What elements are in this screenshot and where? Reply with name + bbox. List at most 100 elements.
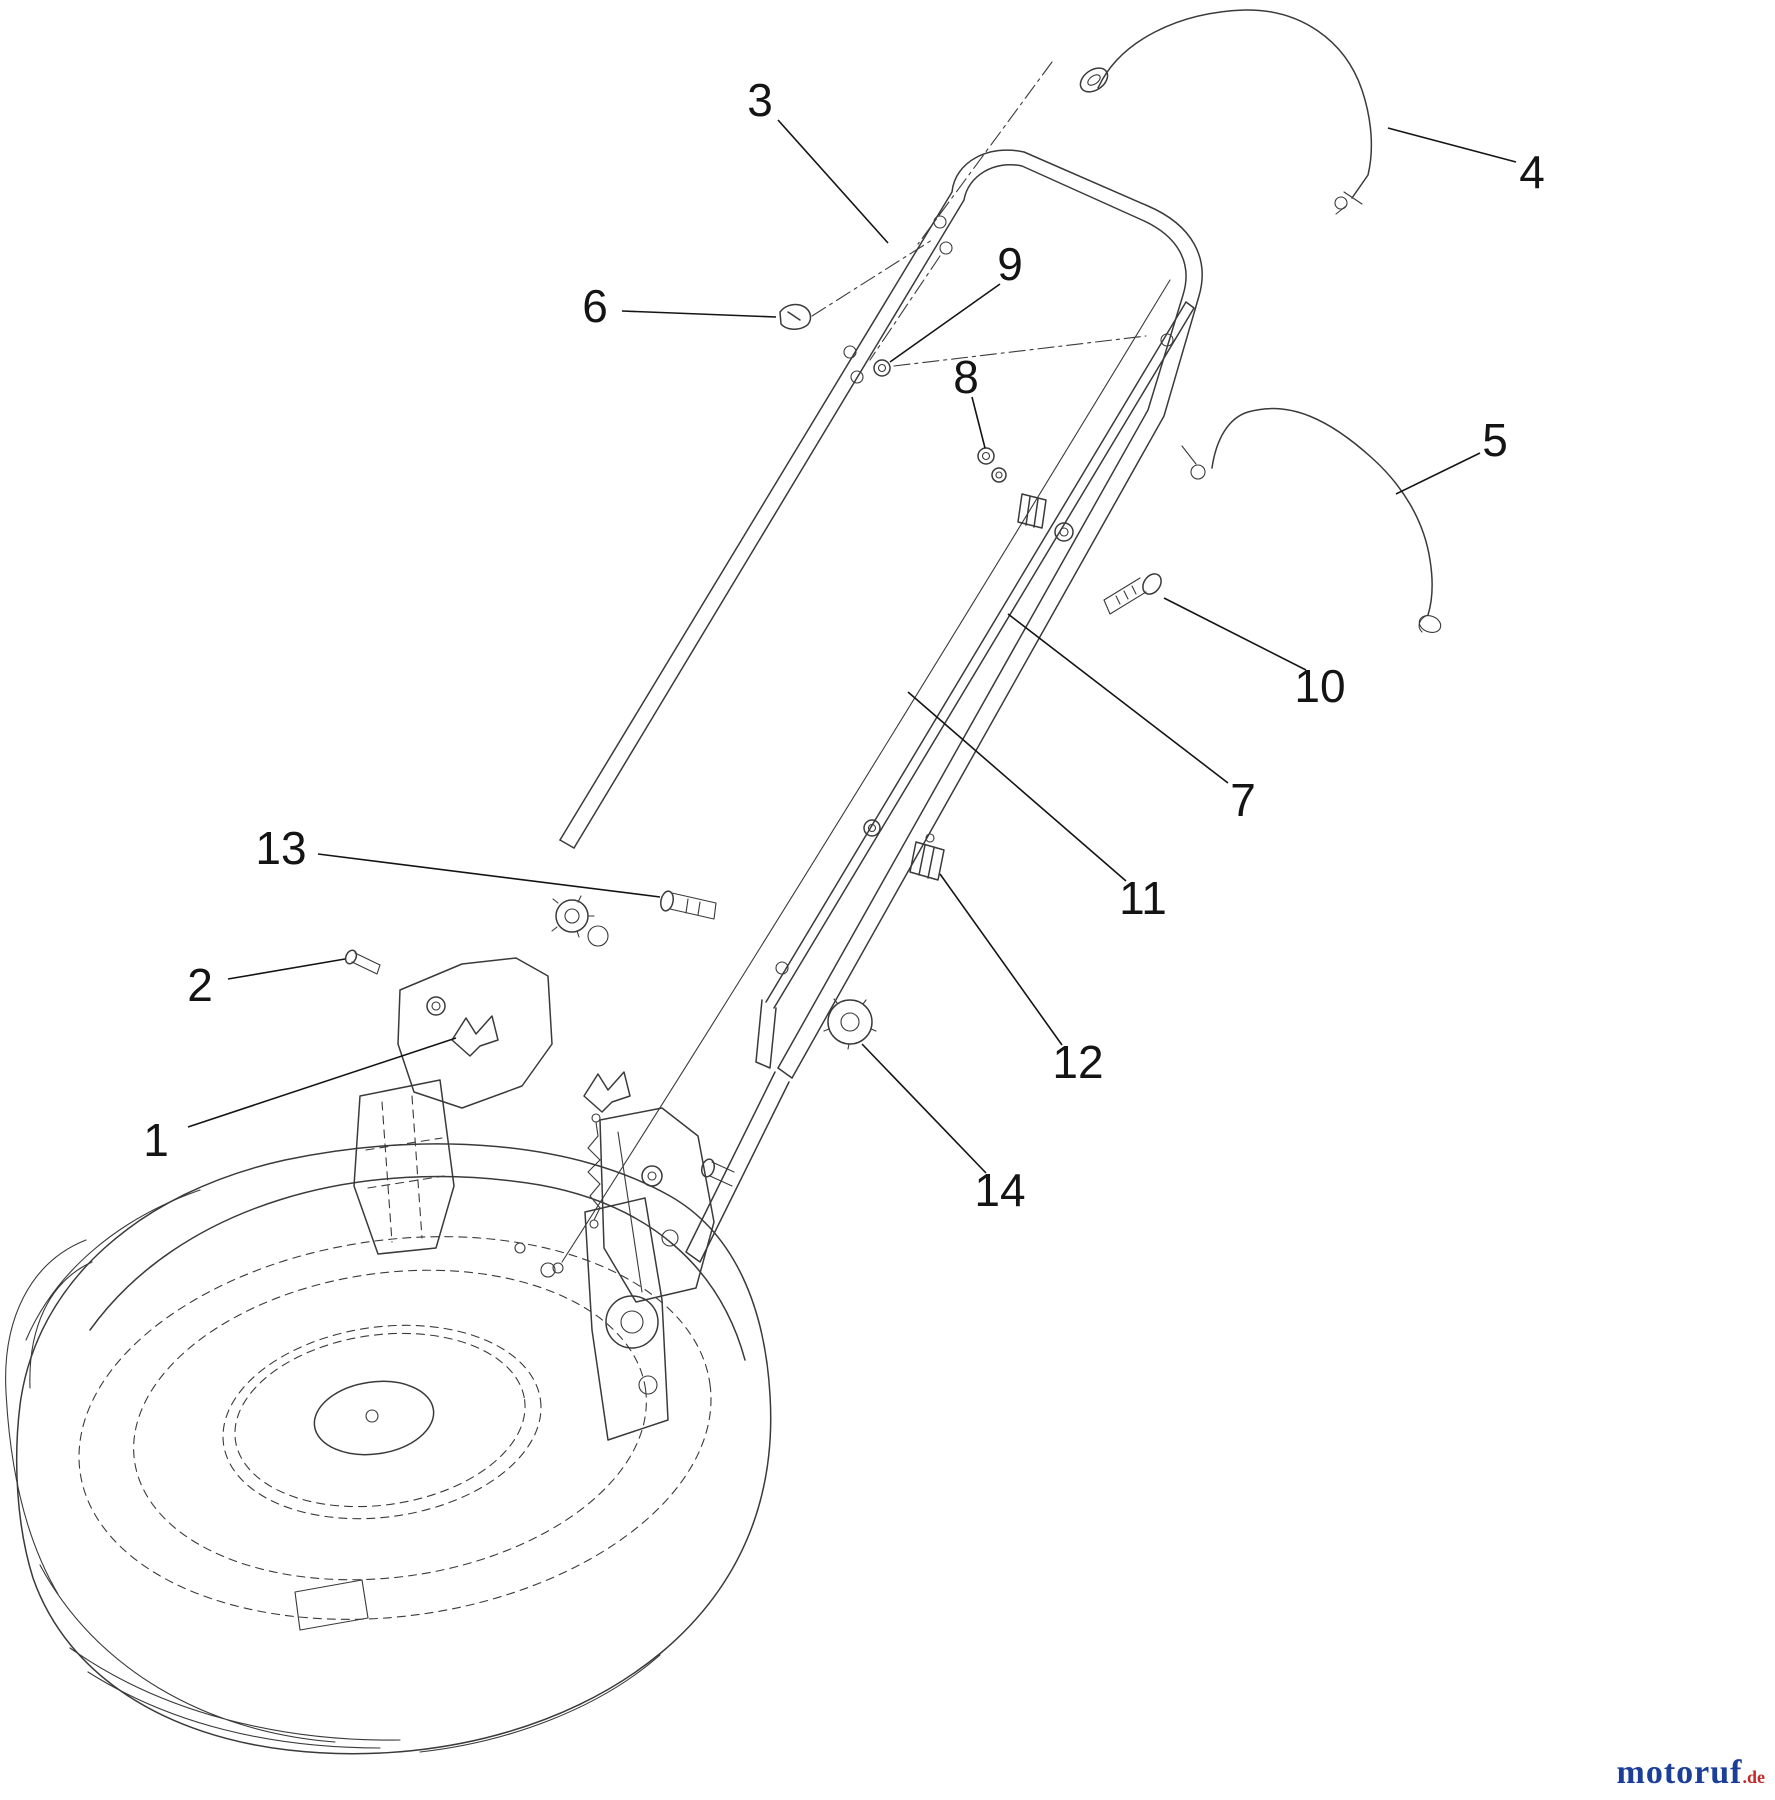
spacer-nut (1017, 493, 1047, 529)
right-bracket-hole (641, 1165, 663, 1187)
callout-label-9: 9 (997, 238, 1023, 290)
upper-handle-outer (559, 149, 1203, 1079)
upper-cable (1097, 9, 1373, 199)
upper-cable-assembly (1079, 9, 1373, 215)
washer-8b (991, 467, 1007, 483)
handle-knob-lugs (551, 895, 595, 938)
callout-label-10: 10 (1294, 660, 1345, 712)
engine-plate-hole-inner (620, 1310, 644, 1334)
callout-label-6: 6 (582, 280, 608, 332)
callout-leader-2 (227, 958, 346, 980)
callout-label-11: 11 (1119, 872, 1167, 924)
knob-14-inner (840, 1012, 860, 1032)
callout-leader-11 (907, 691, 1127, 882)
washer-12 (863, 819, 881, 837)
rod-washer (775, 961, 789, 975)
rod-clip-1 (451, 1015, 499, 1057)
spring-hook-top (591, 1113, 601, 1123)
upper-handle-inner (573, 164, 1187, 1069)
callout-leader-12 (939, 873, 1063, 1046)
hub-center-hole (365, 1409, 379, 1423)
bolt-2-head (344, 949, 358, 965)
watermark-brand: motoruf (1616, 1754, 1743, 1791)
left-bracket-plate (397, 957, 553, 1109)
callout-label-1: 1 (143, 1114, 169, 1166)
left-tower (353, 1079, 455, 1255)
callout-label-7: 7 (1230, 774, 1256, 826)
handle-knob-washer (587, 925, 609, 947)
right-bracket-hole-inner (647, 1171, 657, 1181)
handle-hole-c (843, 345, 857, 359)
washer-9 (873, 359, 891, 377)
callout-leader-7 (1007, 613, 1229, 784)
washer-9-inner (877, 363, 887, 373)
upper-cable-eyelet (1079, 67, 1109, 93)
bolt-10-shaft (1103, 577, 1147, 615)
bolt-10-head (1142, 573, 1162, 595)
deck-outline (15, 1143, 772, 1755)
brake-cable-end (552, 1262, 564, 1274)
deck-skirt-lines (5, 1189, 661, 1753)
callout-leader-13 (317, 853, 661, 898)
washer-8a (977, 447, 995, 465)
nut-12 (909, 841, 945, 881)
watermark: motoruf.de (1617, 1754, 1765, 1792)
washer-8a-inner (981, 451, 991, 461)
left-tower-hatch (365, 1095, 445, 1243)
left-bracket-hole-inner (431, 1001, 441, 1011)
blade-circle-outer (78, 1236, 712, 1620)
small-hardware (660, 303, 1162, 1050)
handle-rod-and-cable (552, 279, 1195, 1274)
right-bracket-bolt-head (701, 1158, 715, 1178)
handle-hole-b (939, 241, 953, 255)
deck-detail-hole-a (540, 1262, 556, 1278)
callout-label-5: 5 (1482, 414, 1508, 466)
cable-clip-6 (779, 303, 812, 330)
callout-leader-4 (1387, 127, 1517, 163)
brake-cable (561, 279, 1171, 1263)
callout-label-2: 2 (187, 959, 213, 1011)
lower-handle-tubes (685, 1071, 790, 1263)
bolt-13-head (660, 890, 674, 912)
upper-handle-end-caps (559, 839, 793, 1079)
right-bracket-rib (617, 1131, 643, 1293)
engine-plate (584, 1197, 669, 1441)
upper-cable-end (1334, 196, 1348, 210)
upper-cable-eyelet-inner (1087, 74, 1101, 86)
washer-10 (1054, 522, 1074, 542)
engine-plate-hole-small (638, 1375, 658, 1395)
callout-leader-14 (861, 1043, 987, 1174)
blade-circle (133, 1269, 647, 1581)
handle-mount-brackets (344, 949, 735, 1303)
hub-cap (313, 1380, 435, 1456)
callout-label-12: 12 (1052, 1036, 1103, 1088)
washer-8b-inner (995, 471, 1003, 479)
callout-leader-5 (1395, 452, 1481, 495)
callout-label-8: 8 (953, 351, 979, 403)
knob-14 (827, 999, 873, 1045)
lower-cable-assembly (1181, 407, 1442, 633)
callout-leader-6 (621, 310, 777, 318)
spring-hook-bottom (589, 1219, 599, 1229)
upper-cable-end-fitting (1335, 191, 1363, 215)
handle-rod (755, 301, 1195, 1069)
handle-hole-a (933, 215, 947, 229)
handle-knob (555, 899, 589, 933)
callout-leader-3 (777, 119, 889, 244)
callout-leader-8 (971, 396, 986, 449)
deck-label-plate (294, 1579, 369, 1631)
nut-12-top (925, 833, 935, 843)
engine-plate-hole-large (605, 1295, 659, 1349)
mower-deck (5, 1143, 772, 1755)
lower-cable-post (1190, 464, 1206, 480)
right-bracket-hole-lower (661, 1229, 679, 1247)
deck-detail-hole-b (514, 1242, 526, 1254)
upper-handle (551, 149, 1203, 1263)
callout-leader-9 (889, 283, 1001, 363)
washer-10-inner (1059, 527, 1069, 537)
washer-12-inner (867, 823, 877, 833)
lower-cable-end-ring (1418, 615, 1442, 633)
bolt-13-shaft (669, 892, 717, 920)
knob-14-lugs (823, 998, 877, 1050)
